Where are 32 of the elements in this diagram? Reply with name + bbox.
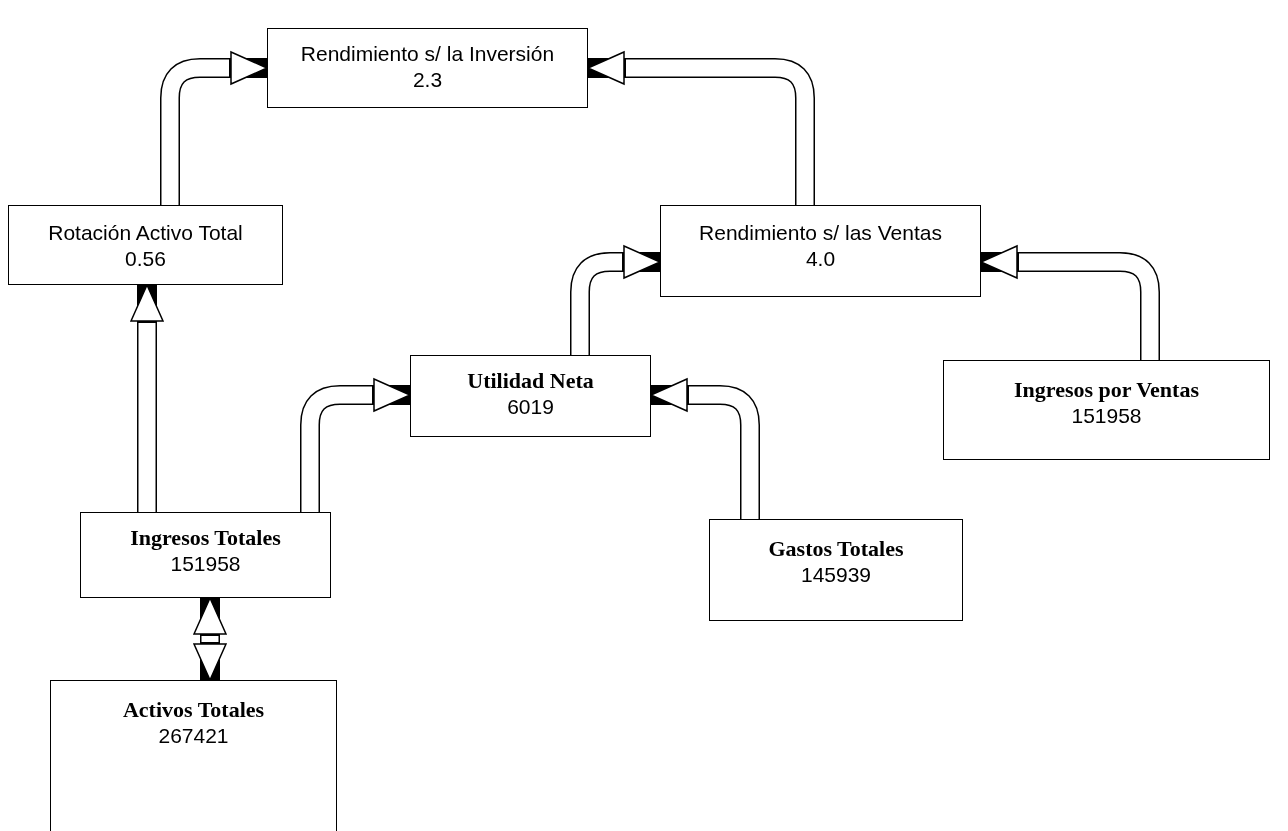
block-arrow: [570, 245, 661, 357]
block-arrow: [650, 378, 760, 521]
box-value: 267421: [158, 723, 229, 749]
box-value: 151958: [170, 551, 241, 577]
ratio-box: [50, 680, 337, 831]
ratio-box: [660, 205, 981, 297]
ratio-box: [943, 360, 1270, 460]
box-value: 151958: [1071, 403, 1142, 429]
ratio-box: [80, 512, 331, 598]
box-value: 0.56: [125, 246, 166, 272]
block-arrow: [980, 245, 1160, 362]
box-value: 4.0: [805, 246, 836, 272]
box-heading: Rotación Activo Total: [48, 220, 243, 246]
box-heading: Ingresos por Ventas: [1014, 377, 1199, 403]
box-heading: Ingresos Totales: [130, 525, 281, 551]
ratio-box: [410, 355, 651, 437]
ratio-box: [267, 28, 588, 108]
box-heading: Rendimiento s/ las Ventas: [699, 220, 942, 246]
box-value: 145939: [800, 562, 872, 588]
box-value: 2.3: [412, 67, 443, 93]
block-arrow: [300, 378, 411, 514]
box-heading: Rendimiento s/ la Inversión: [300, 41, 555, 67]
box-value: 6019: [507, 394, 554, 420]
box-heading: Utilidad Neta: [467, 368, 594, 394]
block-arrow: [587, 51, 815, 207]
block-arrow: [193, 597, 227, 681]
box-heading: Gastos Totales: [768, 536, 904, 562]
box-heading: Activos Totales: [122, 697, 265, 723]
block-arrow: [130, 284, 164, 514]
ratio-box: [709, 519, 963, 621]
block-arrow: [160, 51, 268, 207]
ratio-box: [8, 205, 283, 285]
